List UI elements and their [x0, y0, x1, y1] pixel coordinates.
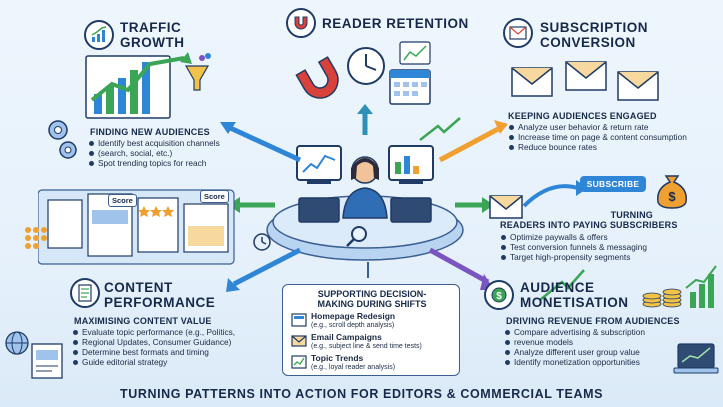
- svg-text:$: $: [668, 189, 676, 204]
- decision-item-homepage: Homepage Redesign (e.g., scroll depth an…: [311, 311, 396, 330]
- subscribers-subhead: TURNING READERS INTO PAYING SUBSCRIBERS: [500, 210, 678, 230]
- arrow-to-content-performance: [232, 247, 302, 287]
- list-item: Increase time on page & content consumpt…: [508, 132, 687, 142]
- monetisation-bullets: Compare advertising & subscription reven…: [504, 327, 645, 367]
- money-bag-icon: $: [657, 175, 687, 209]
- content-subhead: MAXIMISING CONTENT VALUE: [74, 316, 212, 326]
- retention-illustration: [295, 41, 431, 105]
- list-item: Identify best acquisition channels: [88, 138, 220, 148]
- clipboard-icon: [31, 343, 63, 379]
- email-illustration: [511, 61, 659, 101]
- list-item: Determine best formats and timing: [72, 347, 235, 357]
- globe-icon: [5, 331, 29, 355]
- list-item: Compare advertising & subscription: [504, 327, 645, 337]
- decision-item-topics: Topic Trends (e.g., loyal reader analysi…: [311, 353, 396, 372]
- refresh-icon: [253, 233, 271, 251]
- subscribe-button[interactable]: SUBSCRIBE: [580, 176, 646, 192]
- arrow-to-traffic: [224, 123, 302, 163]
- traffic-subhead: FINDING NEW AUDIENCES: [90, 127, 210, 137]
- list-item: Analyze user behavior & return rate: [508, 122, 687, 132]
- envelope-icon: [489, 195, 523, 219]
- content-title: CONTENT PERFORMANCE: [104, 280, 216, 310]
- magnet-icon: [286, 8, 316, 38]
- coins-icon: $: [484, 280, 514, 310]
- list-item: Identify monetization opportunities: [504, 357, 645, 367]
- laptop-icon: [673, 343, 719, 374]
- traffic-chart-illustration: [85, 52, 211, 119]
- content-bullets: Evaluate topic performance (e.g., Politi…: [72, 327, 235, 367]
- score-cards-illustration: [38, 189, 235, 265]
- monetisation-title: AUDIENCE MONETISATION: [520, 280, 629, 310]
- decision-title: SUPPORTING DECISION- MAKING DURING SHIFT…: [317, 289, 427, 309]
- footer-banner: TURNING PATTERNS INTO ACTION FOR EDITORS…: [119, 386, 604, 401]
- traffic-title: TRAFFIC GROWTH: [120, 20, 185, 50]
- list-item: Analyze different user group value: [504, 347, 645, 357]
- list-item: Evaluate topic performance (e.g., Politi…: [72, 327, 235, 337]
- score-label: Score: [108, 194, 137, 207]
- list-item: (search, social, etc.): [88, 148, 220, 158]
- list-item: Reduce bounce rates: [508, 142, 687, 152]
- monetisation-subhead: DRIVING REVENUE FROM AUDIENCES: [506, 316, 680, 326]
- decision-panel: SUPPORTING DECISION- MAKING DURING SHIFT…: [282, 284, 460, 376]
- traffic-bullets: Identify best acquisition channels (sear…: [88, 138, 220, 168]
- svg-text:$: $: [496, 291, 502, 302]
- layout-icon: [291, 313, 307, 327]
- list-item: revenue models: [504, 337, 645, 347]
- list-item: Target high-propensity segments: [500, 252, 647, 262]
- envelope-icon: [503, 18, 533, 48]
- revenue-chart-illustration: [642, 265, 717, 308]
- subscription-bullets: Analyze user behavior & return rate Incr…: [508, 122, 687, 152]
- trend-chart-icon: [291, 355, 307, 369]
- growth-chart-icon: [84, 20, 114, 50]
- score-label: Score: [200, 190, 229, 203]
- subscription-title: SUBSCRIPTION CONVERSION: [540, 20, 649, 50]
- subscription-subhead: KEEPING AUDIENCES ENGAGED: [508, 111, 657, 121]
- decision-item-email: Email Campaigns (e.g., subject line & se…: [311, 332, 422, 351]
- list-item: Spot trending topics for reach: [88, 158, 220, 168]
- list-item: Test conversion funnels & messaging: [500, 242, 647, 252]
- gear-icon: [48, 120, 77, 159]
- analyst-hub-illustration: [266, 145, 464, 261]
- list-item: Optimize paywalls & offers: [500, 232, 647, 242]
- envelope-icon: [291, 335, 307, 347]
- arrow-to-subscription: [438, 125, 502, 163]
- arrow-to-monetisation: [428, 247, 490, 285]
- retention-title: READER RETENTION: [322, 16, 469, 31]
- stars-icon: [25, 227, 47, 249]
- list-item: Guide editorial strategy: [72, 357, 235, 367]
- subscribers-bullets: Optimize paywalls & offers Test conversi…: [500, 232, 647, 262]
- list-item: Regional Updates, Consumer Guidance): [72, 337, 235, 347]
- document-icon: [70, 278, 100, 308]
